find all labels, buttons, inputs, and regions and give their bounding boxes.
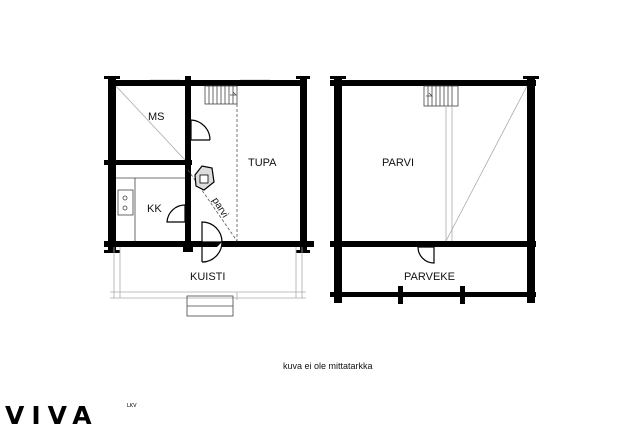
door-entrance: [201, 221, 223, 263]
label-parvi-dashed: parvi: [209, 196, 230, 220]
loft-wall-mid: [330, 241, 536, 247]
room-label-ms: MS: [148, 111, 165, 123]
kitchen-counter: [116, 177, 185, 241]
wall-top-right: [185, 80, 305, 86]
disclaimer-note: kuva ei ole mittatarkka: [283, 361, 373, 371]
wall-inner-horizontal: [104, 160, 192, 165]
stairs-loft: [423, 85, 459, 107]
door-kk: [166, 204, 186, 223]
stairs-ground: [204, 85, 238, 105]
porch: [110, 247, 306, 317]
logo-subtext: LKV: [127, 403, 137, 409]
wall-top-left: [108, 80, 188, 86]
door-ms: [190, 119, 211, 141]
room-label-tupa: TUPA: [248, 157, 277, 169]
loft-balcony-rail: [330, 292, 536, 297]
viva-logo: VIVA LKV: [5, 401, 137, 427]
logo-text: VIVA: [5, 401, 99, 427]
wall-bottom: [104, 241, 314, 247]
ground-floor-plan: MS TUPA KK KUISTI parvi: [104, 76, 314, 317]
room-label-kk: KK: [147, 203, 162, 215]
room-label-parvi: PARVI: [382, 157, 414, 169]
loft-wall-right: [527, 76, 535, 252]
loft-wall-top: [330, 80, 536, 86]
loft-wall-left: [334, 76, 342, 252]
loft-floor-plan: PARVI PARVEKE: [330, 76, 539, 304]
room-label-parveke: PARVEKE: [404, 271, 455, 283]
wall-right: [300, 76, 307, 252]
room-label-kuisti: KUISTI: [190, 271, 225, 283]
door-balcony: [417, 246, 435, 264]
